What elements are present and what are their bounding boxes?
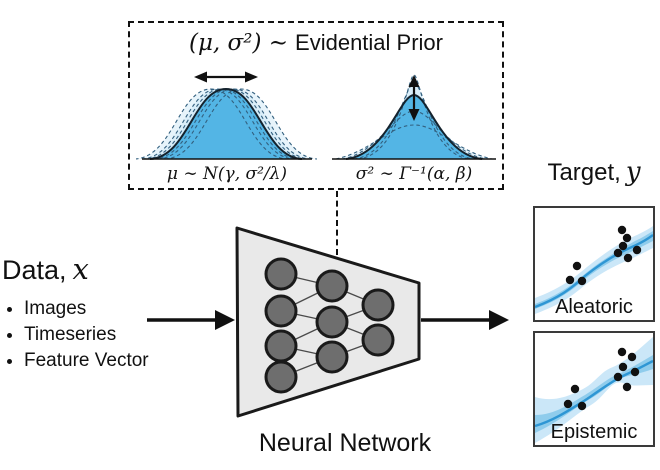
prior-title: (μ, σ²) ∼Evidential Prior — [130, 30, 502, 56]
prior-title-text: Evidential Prior — [295, 30, 443, 55]
target-heading-text: Target, — [547, 159, 621, 186]
data-point — [613, 248, 623, 258]
epistemic-scatter — [535, 337, 653, 443]
data-heading-symbol: x — [72, 252, 89, 286]
mean-shift-arrow-icon — [194, 71, 258, 83]
data-point — [627, 352, 637, 362]
variance-distribution-label: σ² ∼ Γ⁻¹(α, β) — [355, 164, 473, 184]
data-point — [618, 362, 628, 372]
target-heading-symbol: y — [625, 157, 641, 187]
data-to-network-arrow — [147, 310, 235, 330]
data-point — [613, 372, 623, 382]
data-point — [570, 384, 580, 394]
prior-connector-dashed-line — [336, 191, 338, 255]
data-point — [577, 401, 587, 411]
data-point — [572, 261, 582, 271]
data-point — [565, 275, 575, 285]
data-point — [630, 367, 640, 377]
data-point — [617, 225, 627, 235]
data-point — [632, 245, 642, 255]
list-item: Timeseries — [24, 322, 149, 348]
mean-distribution-label: μ ∼ N(γ, σ²/λ) — [166, 164, 288, 184]
aleatoric-scatter — [535, 225, 653, 314]
data-heading-text: Data, — [2, 255, 67, 285]
data-heading: Data,x — [2, 252, 89, 286]
epistemic-uncertainty-plot: Epistemic — [533, 331, 655, 447]
data-point — [618, 241, 628, 251]
data-point — [623, 253, 633, 263]
list-item: Feature Vector — [24, 348, 149, 374]
network-to-target-arrow — [421, 310, 509, 330]
plot-label: Epistemic — [550, 421, 638, 443]
plot-label: Aleatoric — [555, 296, 633, 318]
network-nodes — [264, 257, 395, 394]
mean-distribution-plot — [136, 71, 318, 160]
evidential-prior-box: (μ, σ²) ∼Evidential Prior — [128, 21, 504, 190]
neural-network-label: Neural Network — [258, 429, 432, 457]
data-point — [563, 399, 573, 409]
list-item: Images — [24, 296, 149, 322]
prior-title-math: (μ, σ²) ∼ — [189, 30, 289, 56]
regression-line — [535, 359, 653, 428]
data-point — [617, 347, 627, 357]
aleatoric-uncertainty-plot: Aleatoric — [533, 206, 655, 322]
regression-line — [535, 234, 653, 309]
variance-distribution-plot — [332, 74, 496, 160]
data-point — [622, 233, 632, 243]
target-heading: Target,y — [528, 157, 660, 187]
data-point — [622, 382, 632, 392]
data-point — [577, 276, 587, 286]
variance-shift-arrow-icon — [408, 75, 420, 121]
neural-network-diagram — [235, 226, 421, 418]
data-type-list: Images Timeseries Feature Vector — [2, 296, 149, 374]
